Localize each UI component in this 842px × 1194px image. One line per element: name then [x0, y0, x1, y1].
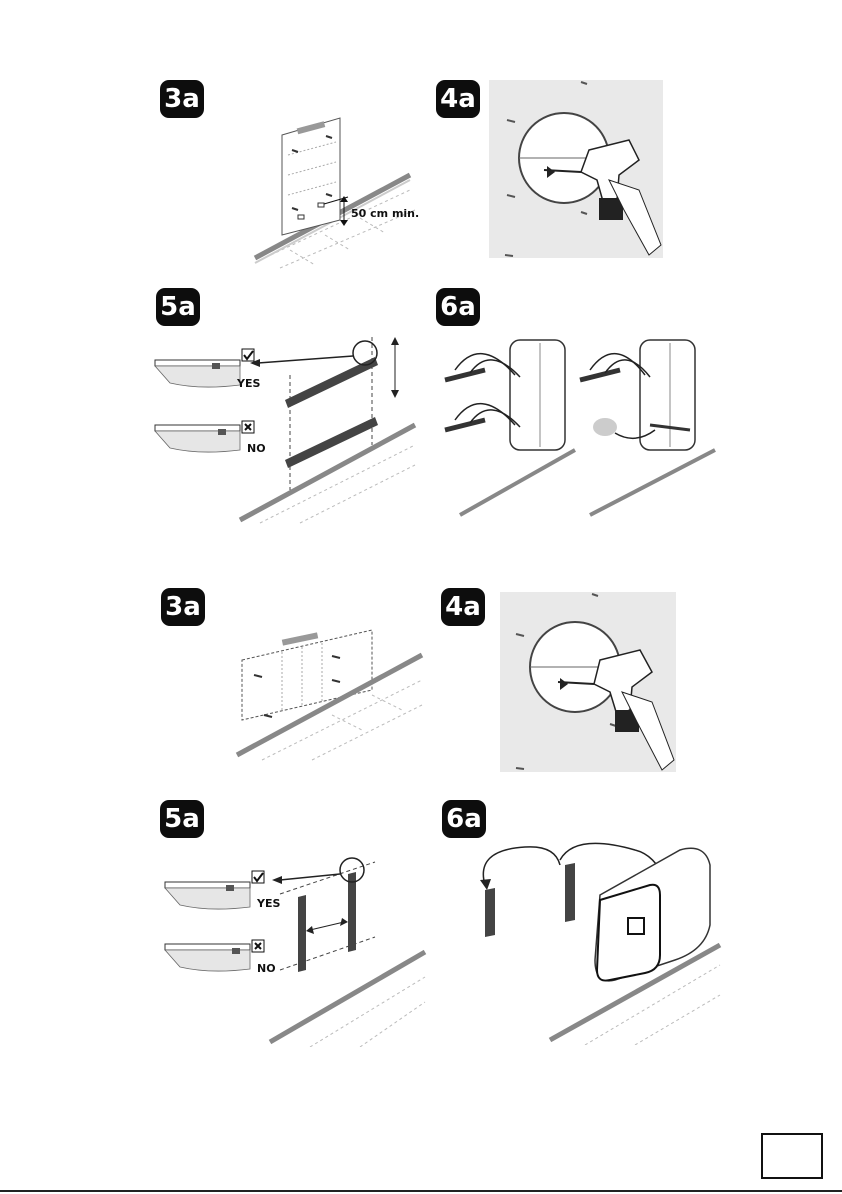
step-5a-bottom-illustration	[160, 852, 430, 1047]
step-6a-top-illustration	[440, 335, 720, 520]
step-badge-3a-bottom: 3a	[161, 588, 205, 626]
no-label-bottom: NO	[257, 962, 276, 975]
step-badge-5a-top: 5a	[156, 288, 200, 326]
step-badge-4a-bottom: 4a	[441, 588, 485, 626]
step-5a-top-illustration	[150, 325, 420, 525]
yes-label-bottom: YES	[257, 897, 280, 910]
arrow-icon	[280, 874, 340, 880]
step-badge-4a-top: 4a	[436, 80, 480, 118]
cross-box-icon	[252, 940, 264, 952]
check-box-icon	[252, 871, 264, 883]
bottom-rule	[0, 1190, 842, 1192]
step-6a-bottom-illustration	[465, 835, 725, 1045]
step-badge-5a-bottom: 5a	[160, 800, 204, 838]
step-badge-6a-top: 6a	[436, 288, 480, 326]
step-badge-6a-bottom: 6a	[442, 800, 486, 838]
no-label-top: NO	[247, 442, 266, 455]
distance-label: 50 cm min.	[351, 207, 419, 220]
step-badge-3a-top: 3a	[160, 80, 204, 118]
step-3a-top-illustration	[240, 100, 420, 270]
step-4a-top-illustration	[489, 80, 663, 258]
check-box-icon	[242, 349, 254, 361]
page-number-box	[761, 1133, 823, 1179]
cross-box-icon	[242, 421, 254, 433]
step-4a-bottom-illustration	[500, 592, 676, 772]
yes-label-top: YES	[237, 377, 260, 390]
step-3a-bottom-illustration	[232, 620, 427, 765]
arrow-icon	[258, 356, 353, 363]
